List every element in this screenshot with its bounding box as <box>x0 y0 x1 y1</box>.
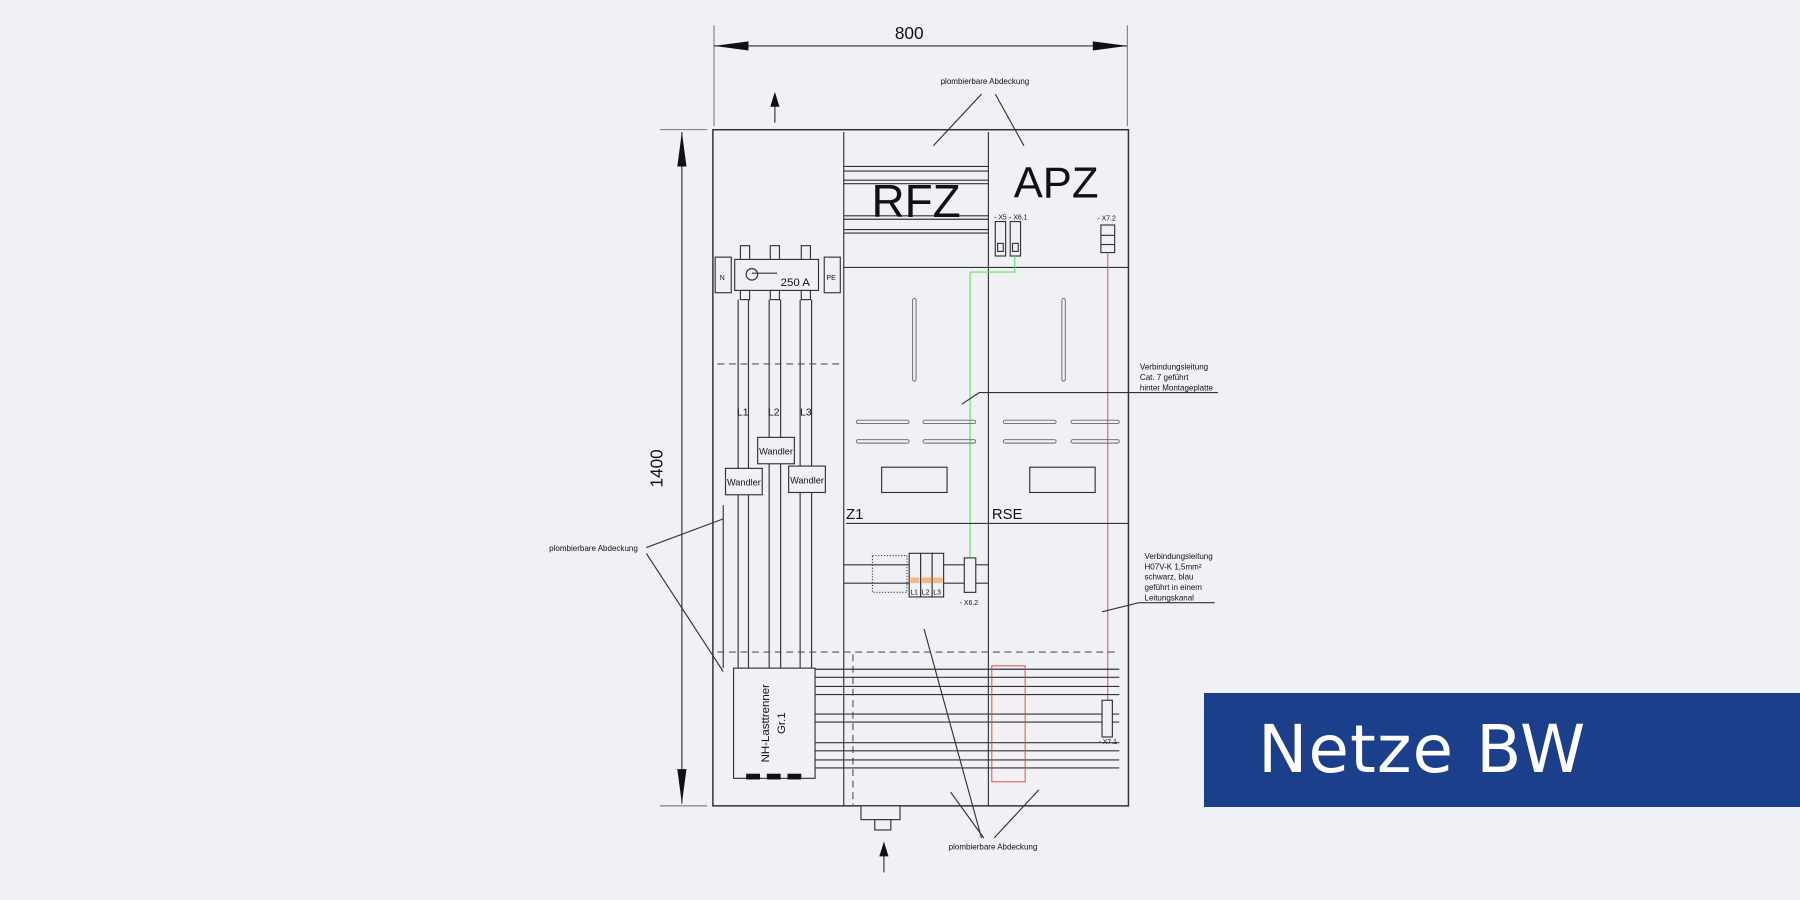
terminal-x6-2-label: - X6.2 <box>960 600 979 607</box>
width-label: 800 <box>895 23 924 43</box>
svg-text:250 A: 250 A <box>781 277 811 289</box>
rse-device <box>991 665 1026 783</box>
svg-text:Verbindungsleitung: Verbindungsleitung <box>1140 363 1208 372</box>
svg-text:- X7.2: - X7.2 <box>1097 215 1116 222</box>
cover-annotation-top: plombierbare Abdeckung <box>941 77 1030 86</box>
terminal-x7-1: - X7.1 <box>1099 699 1118 746</box>
z1-label: Z1 <box>846 506 863 523</box>
apz-label: APZ <box>1014 159 1099 207</box>
arrow-up-icon <box>879 841 889 873</box>
width-dimension: 800 <box>713 23 1128 127</box>
rse-label: RSE <box>992 506 1023 523</box>
svg-text:- X5: - X5 <box>994 214 1007 221</box>
rfz-rails <box>843 165 989 234</box>
cabinet-frame <box>712 128 1130 807</box>
svg-text:Wandler: Wandler <box>727 478 761 488</box>
wandler: Wandler <box>788 465 826 494</box>
nh-lasttrenner: NH-Lasttrenner Gr.1 <box>732 667 816 780</box>
cat7-line <box>969 255 1016 580</box>
main-switch: 250 A N PE <box>714 245 841 301</box>
svg-text:Wandler: Wandler <box>759 447 793 457</box>
terminal-x5: - X5 <box>994 214 1007 257</box>
terminal-x6-1: - X6.1 <box>1009 214 1028 257</box>
svg-text:L2: L2 <box>922 590 930 597</box>
svg-text:- X6.1: - X6.1 <box>1009 214 1028 221</box>
busbars <box>815 668 1120 769</box>
svg-text:Cat. 7 geführt: Cat. 7 geführt <box>1140 373 1189 382</box>
svg-text:NH-Lasttrenner: NH-Lasttrenner <box>760 684 772 763</box>
wandler: Wandler <box>757 436 795 465</box>
cat7-annotation: Verbindungsleitung Cat. 7 geführt hinter… <box>1140 363 1214 393</box>
svg-text:- X7.1: - X7.1 <box>1099 739 1118 746</box>
h07v-annotation: Verbindungsleitung H07V-K 1,5mm² schwarz… <box>1145 552 1213 602</box>
svg-text:L3: L3 <box>933 590 941 597</box>
terminal-x7-2: - X7.2 <box>1097 215 1116 254</box>
brand-banner: Netze BW <box>1204 693 1800 807</box>
arrow-up-icon <box>770 91 780 123</box>
svg-text:PE: PE <box>827 275 837 282</box>
svg-text:H07V-K 1,5mm²: H07V-K 1,5mm² <box>1145 562 1202 571</box>
height-label: 1400 <box>646 449 666 487</box>
brand-name: Netze BW <box>1258 711 1587 788</box>
height-dimension: 1400 <box>646 129 708 807</box>
phase-label-l3: L3 <box>800 408 812 419</box>
cover-annotation-bottom: plombierbare Abdeckung <box>949 842 1038 851</box>
cover-annotation-left: plombierbare Abdeckung <box>549 544 638 553</box>
svg-text:Leitungskanal: Leitungskanal <box>1145 593 1195 602</box>
phase-label-l2: L2 <box>768 408 780 419</box>
rfz-label: RFZ <box>871 175 960 227</box>
svg-text:N: N <box>720 275 725 282</box>
svg-text:geführt in einem: geführt in einem <box>1145 583 1203 592</box>
svg-text:Gr.1: Gr.1 <box>776 712 788 734</box>
svg-text:Verbindungsleitung: Verbindungsleitung <box>1145 552 1213 561</box>
svg-text:L1: L1 <box>910 590 918 597</box>
svg-text:Wandler: Wandler <box>790 475 824 485</box>
phase-label-l1: L1 <box>737 408 749 419</box>
svg-text:schwarz, blau: schwarz, blau <box>1145 573 1194 582</box>
wandler: Wandler <box>724 467 763 496</box>
svg-text:hinter Montageplatte: hinter Montageplatte <box>1140 383 1214 392</box>
meter-mounts <box>855 298 1120 494</box>
